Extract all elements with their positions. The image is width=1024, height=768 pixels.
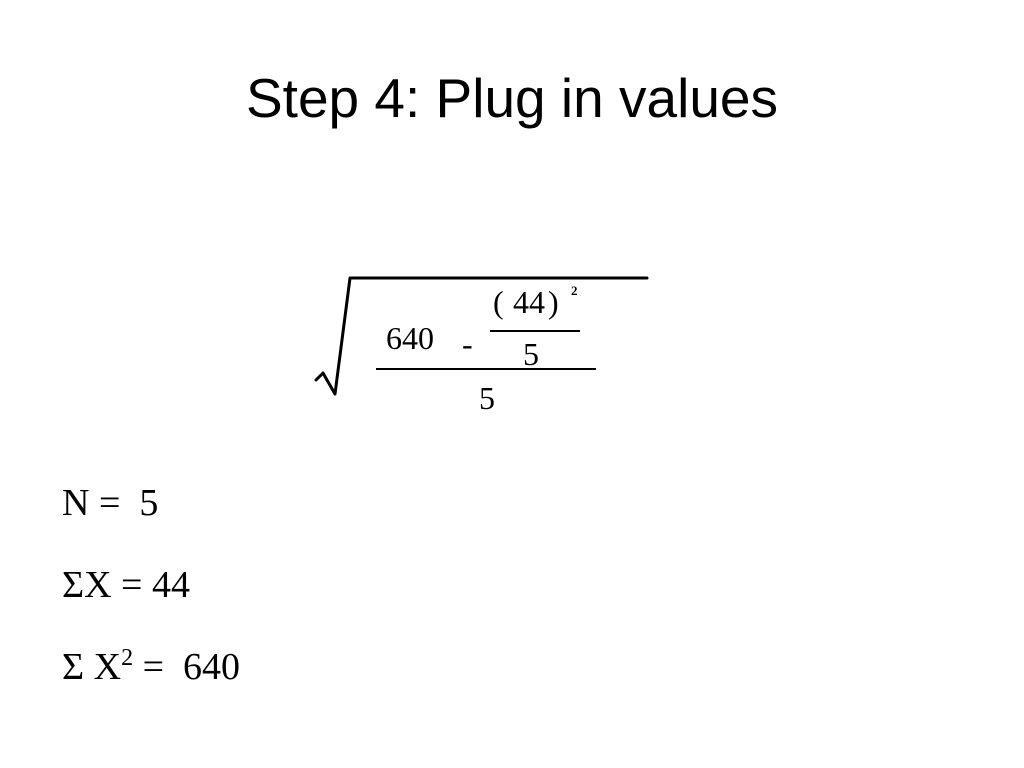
given-values-list: N = 5 ΣX = 44 Σ X2 = 640: [62, 482, 240, 728]
slide-title: Step 4: Plug in values: [245, 67, 778, 129]
given-sum-x-squared-equals: =: [133, 646, 164, 688]
given-n: N = 5: [62, 482, 240, 524]
square-root-sign-icon: [314, 276, 649, 396]
outer-denominator: 5: [479, 380, 495, 416]
given-sum-x: ΣX = 44: [62, 564, 240, 606]
given-sum-x-squared-exponent: 2: [121, 645, 134, 671]
given-sum-x-label: ΣX =: [62, 564, 143, 606]
minus-sign: -: [462, 326, 473, 362]
given-n-value: 5: [139, 482, 159, 524]
formula-lines: [314, 276, 649, 396]
given-sum-x-squared-value: 640: [183, 646, 240, 688]
inner-denominator: 5: [523, 336, 539, 372]
variance-formula: 640 - ( 44 ) 2 5 5: [310, 262, 660, 422]
given-sum-x-value: 44: [152, 564, 190, 606]
given-sum-x-squared-label: Σ X: [62, 646, 122, 688]
sum-x-squared-value: 640: [386, 320, 434, 356]
close-paren: ): [548, 284, 559, 320]
exponent-two: 2: [571, 283, 578, 298]
sum-x-value: 44: [513, 284, 545, 320]
given-sum-x-squared: Σ X2 = 640: [62, 646, 240, 688]
open-paren: (: [493, 284, 504, 320]
given-n-label: N =: [62, 482, 121, 524]
